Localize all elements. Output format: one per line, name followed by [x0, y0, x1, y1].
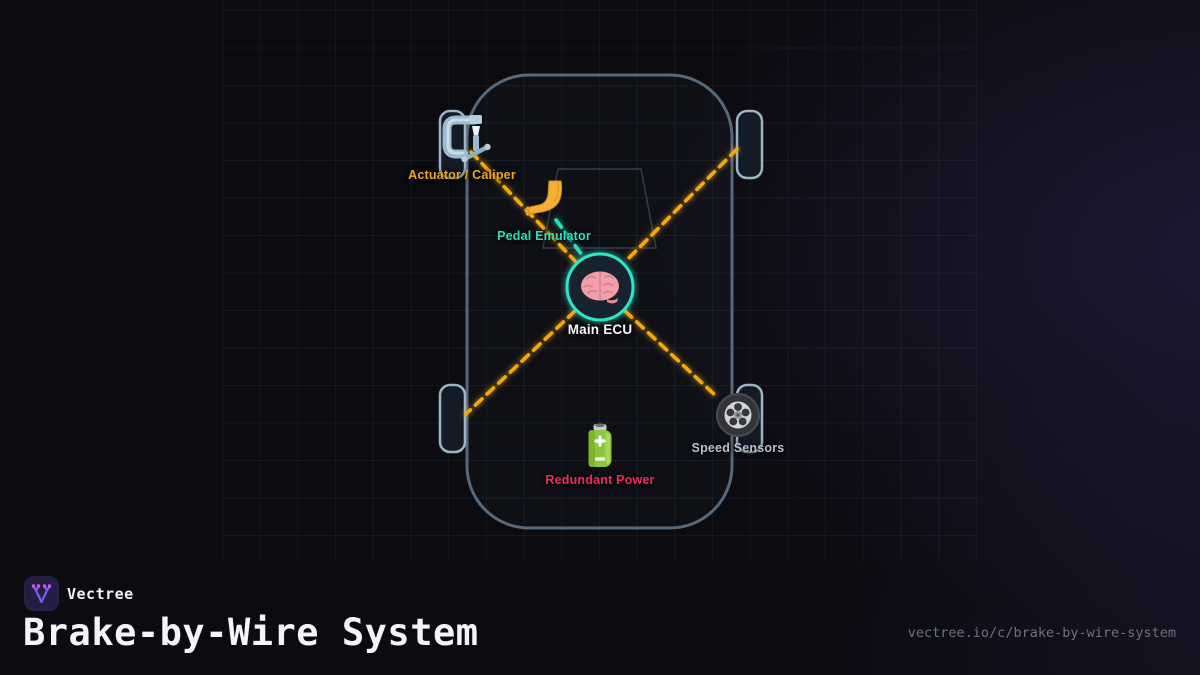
brain-icon — [581, 271, 619, 304]
foot-icon — [524, 180, 563, 216]
page-url: vectree.io/c/brake-by-wire-system — [907, 625, 1176, 641]
brand-name: Vectree — [67, 585, 134, 603]
windshield-outline — [542, 168, 657, 249]
wire-front-right-to-ecu — [623, 147, 739, 264]
wire-front-left-to-ecu — [469, 150, 578, 264]
car-body-outline — [465, 73, 734, 530]
main-ecu-label: Main ECU — [567, 322, 633, 337]
battery-icon — [588, 423, 612, 467]
tire-icon — [716, 393, 760, 437]
clamp-icon — [442, 115, 491, 163]
page-title: Brake-by-Wire System — [23, 611, 479, 654]
redundant-power-label: Redundant Power — [545, 473, 655, 487]
speed-sensors-label: Speed Sensors — [691, 441, 785, 455]
vectree-branch-icon — [31, 584, 52, 604]
wire-rear-left-to-ecu — [464, 309, 577, 416]
wire-pedal-to-ecu — [554, 218, 587, 261]
rear-left-wheel — [438, 383, 467, 454]
front-right-wheel — [735, 109, 764, 180]
wires — [464, 147, 739, 416]
pedal-emulator-label: Pedal Emulator — [497, 229, 591, 243]
actuator-caliper-label: Actuator / Caliper — [408, 168, 516, 182]
wire-rear-right-to-ecu — [623, 309, 718, 398]
vectree-logo — [25, 577, 58, 610]
